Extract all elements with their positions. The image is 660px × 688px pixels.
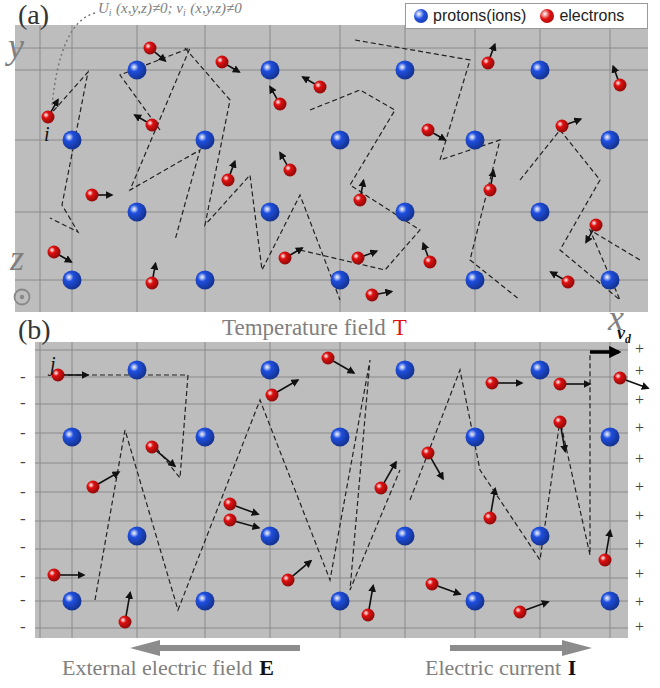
field-caption: Temperature field T (222, 316, 407, 339)
label-text: - (20, 482, 26, 501)
label-text: (x,y,z)≠0; v (116, 0, 183, 16)
label-text: i (44, 123, 50, 145)
charge-sign: + (635, 566, 644, 582)
label-text: + (635, 419, 644, 436)
label-text: j (50, 353, 56, 375)
label-text: + (635, 618, 644, 635)
drift-velocity-label: vd (617, 324, 631, 345)
label-text: - (20, 509, 26, 528)
current-caption: Electric current I (425, 657, 576, 679)
label-text: I (568, 655, 577, 680)
charge-sign: + (635, 341, 644, 357)
panel-label: (a) (18, 1, 49, 29)
axis-label: y (8, 28, 24, 64)
legend-swatch (414, 9, 428, 23)
charge-sign: + (635, 420, 644, 436)
label-text: Temperature field (222, 315, 386, 340)
legend-swatch (540, 9, 554, 23)
label-text: (x,y,z)≠0 (190, 0, 242, 16)
charge-sign: + (635, 619, 644, 635)
label-text: U (98, 0, 109, 16)
label-text: d (625, 333, 631, 346)
label-text: (a) (18, 0, 49, 30)
charge-sign: + (635, 392, 644, 408)
label-text: + (635, 450, 644, 467)
label-text: v (617, 323, 625, 343)
charge-sign: + (635, 479, 644, 495)
label-text: - (20, 367, 26, 386)
label-text: - (20, 566, 26, 585)
panel-label: (b) (18, 316, 51, 344)
legend-text: protons(ions) (433, 7, 526, 25)
label-text: + (635, 565, 644, 582)
label-text: E (259, 655, 274, 680)
charge-sign: - (20, 424, 26, 441)
charge-sign: - (20, 394, 26, 411)
label-text: z (10, 238, 24, 278)
z-axis-symbol (15, 290, 30, 305)
charge-sign: + (635, 536, 644, 552)
legend-entry: protons(ions) (414, 7, 526, 25)
label-text: + (635, 535, 644, 552)
charge-sign: - (20, 368, 26, 385)
label-text: - (20, 393, 26, 412)
label-text: (b) (18, 314, 51, 345)
label-text: - (20, 423, 26, 442)
label-text: - (20, 537, 26, 556)
z-axis-dot (20, 295, 24, 299)
field-arrow (130, 640, 300, 656)
legend-box: protons(ions) electrons (405, 3, 648, 29)
label-text: - (20, 452, 26, 471)
panel-a-ground (15, 25, 648, 312)
panel-b-ground (35, 342, 628, 638)
charge-sign: + (635, 508, 644, 524)
label-text: + (635, 593, 644, 610)
legend-text: electrons (559, 7, 624, 25)
charge-sign: - (20, 538, 26, 555)
field-caption: External electric fieldE (62, 657, 274, 679)
label-text: + (635, 507, 644, 524)
label-text: y (8, 26, 24, 66)
label-text: i (183, 7, 186, 18)
label-text: i (109, 7, 112, 18)
state-annotation: Ui(x,y,z)≠0; vi(x,y,z)≠0 (98, 1, 242, 18)
label-text: T (393, 315, 407, 340)
electron-paths (48, 40, 640, 610)
label-text: - (20, 617, 26, 636)
legend-entry: electrons (540, 7, 624, 25)
label-text: + (635, 391, 644, 408)
leader-line (52, 13, 95, 106)
particles (42, 42, 649, 629)
charge-sign: - (20, 483, 26, 500)
label-text: - (20, 590, 26, 609)
lattice-grid (15, 25, 648, 638)
label-text: Electric current (425, 655, 561, 680)
current-arrow (450, 640, 592, 656)
label-text: + (635, 340, 644, 357)
electron-label: j (50, 354, 56, 374)
charge-sign: - (20, 453, 26, 470)
label-text: External electric field (62, 655, 253, 680)
charge-sign: - (20, 591, 26, 608)
charge-sign: + (635, 594, 644, 610)
charge-sign: + (635, 451, 644, 467)
charge-sign: + (635, 363, 644, 379)
charge-sign: - (20, 567, 26, 584)
electron-label: i (44, 124, 50, 144)
label-text: + (635, 362, 644, 379)
drift-velocity-arrow (590, 350, 619, 354)
charge-sign: - (20, 510, 26, 527)
charge-sign: - (20, 618, 26, 635)
label-text: + (635, 478, 644, 495)
axis-label: z (10, 240, 24, 276)
